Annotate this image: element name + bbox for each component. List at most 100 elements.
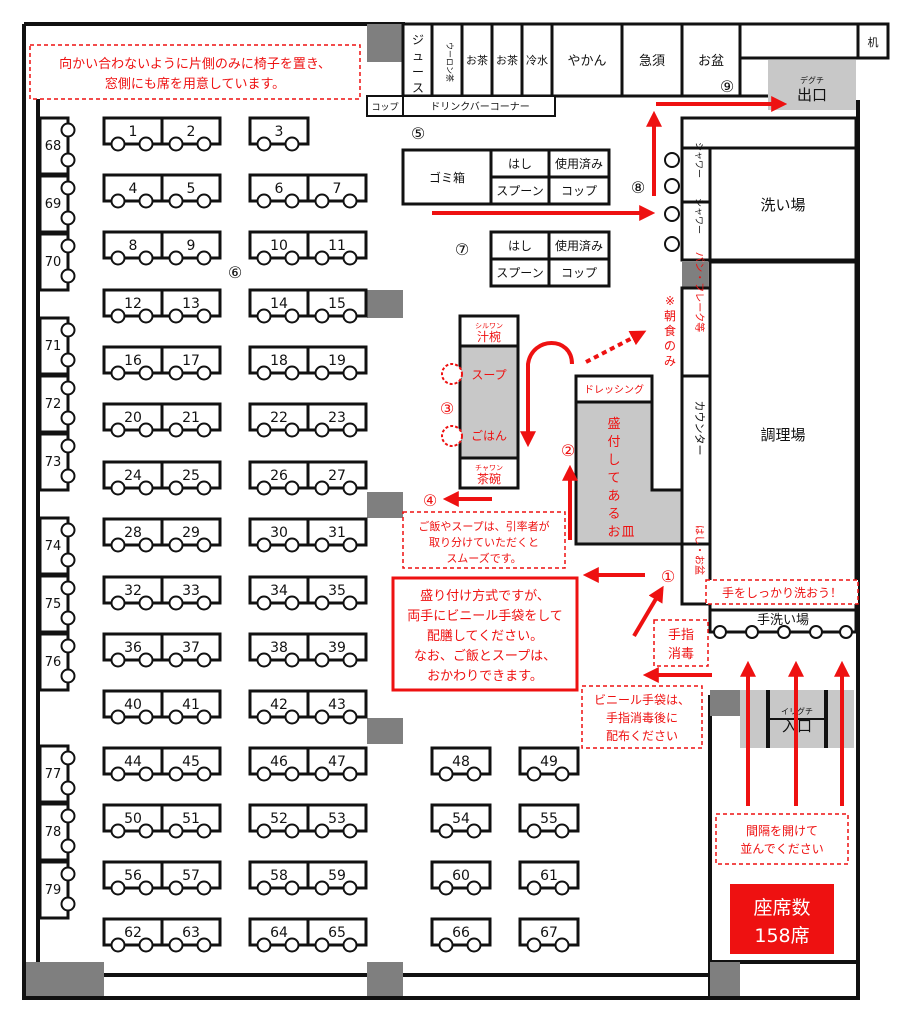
dining-table: 47 [306, 746, 368, 782]
dining-table: 61 [518, 860, 580, 896]
note-top-left: 向かい合わないように片側のみに椅子を置き、 窓側にも席を用意しています。 [29, 44, 361, 100]
tea1-label: お茶 [466, 54, 488, 67]
chair [60, 750, 76, 766]
table-number: 50 [124, 811, 142, 827]
chair [168, 480, 184, 496]
table-number: 5 [187, 181, 196, 197]
dining-table: 8 [102, 230, 164, 266]
chair [342, 709, 358, 725]
chair [60, 238, 76, 254]
chair [138, 595, 154, 611]
chair [256, 937, 272, 953]
chair [168, 880, 184, 896]
chair [168, 537, 184, 553]
table-number: 10 [270, 238, 288, 254]
chair [314, 308, 330, 324]
dining-table: 58 [248, 860, 310, 896]
note-gloves: ビニール手袋は、 手指消毒後に 配布ください [581, 685, 703, 749]
chair [138, 480, 154, 496]
table-number: 9 [187, 238, 196, 254]
window-table-number: 70 [45, 255, 62, 270]
cup-label: コップ [371, 102, 398, 113]
table-number: 3 [275, 124, 284, 140]
note-hand-sanitize: 手指 消毒 [653, 619, 709, 667]
chair [314, 365, 330, 381]
chair [60, 896, 76, 912]
window-table: 74 [38, 516, 76, 576]
dining-table: 7 [306, 173, 368, 209]
chair [526, 937, 542, 953]
step-8: ⑧ [631, 178, 645, 197]
dining-table: 9 [160, 230, 222, 266]
chair [138, 365, 154, 381]
table-number: 2 [187, 124, 196, 140]
chair [60, 838, 76, 854]
chair [60, 152, 76, 168]
chair [256, 480, 272, 496]
chair [60, 180, 76, 196]
chair [284, 422, 300, 438]
dining-table: 15 [306, 288, 368, 324]
dining-table: 64 [248, 917, 310, 953]
dining-table: 1 [102, 116, 164, 152]
plated-dishes-char-6: る [607, 507, 620, 522]
dining-table: 23 [306, 402, 368, 438]
note-gloves-line3: 配布ください [606, 729, 678, 743]
step-2: ② [561, 441, 575, 460]
chopsticks1-label: はし [508, 157, 532, 171]
chair [284, 880, 300, 896]
chair [60, 468, 76, 484]
dining-table: 57 [160, 860, 222, 896]
chair [110, 308, 126, 324]
chair [138, 766, 154, 782]
step-9: ⑨ [720, 77, 734, 96]
chair [342, 365, 358, 381]
window-table: 78 [38, 802, 76, 862]
step-1: ① [661, 567, 675, 586]
window-table-number: 68 [45, 139, 62, 154]
chair [342, 480, 358, 496]
window-table: 77 [38, 744, 76, 804]
table-number: 36 [124, 640, 142, 656]
table-number: 17 [182, 353, 200, 369]
plated-dishes-char-7: お [607, 525, 620, 540]
chair [342, 823, 358, 839]
chair [284, 480, 300, 496]
table-number: 39 [328, 640, 346, 656]
dining-table: 48 [430, 746, 492, 782]
table-number: 64 [270, 925, 288, 941]
seat-count-box: 座席数 158席 [730, 884, 834, 954]
rice-label: ごはん [471, 428, 507, 443]
chair [342, 937, 358, 953]
table-number: 26 [270, 468, 288, 484]
chair [60, 268, 76, 284]
window-table: 73 [38, 432, 76, 492]
table-number: 32 [124, 583, 142, 599]
cup2-label: コップ [561, 266, 597, 280]
chair [314, 422, 330, 438]
table-number: 52 [270, 811, 288, 827]
table-number: 15 [328, 296, 346, 312]
chair [168, 250, 184, 266]
rice-bowl-ruby: チャワン [475, 464, 503, 472]
step-5: ⑤ [411, 124, 425, 143]
juice-label-4: ス [412, 81, 424, 95]
chair [314, 250, 330, 266]
seat-count-title: 座席数 [753, 897, 810, 919]
chair [110, 880, 126, 896]
table-number: 24 [124, 468, 142, 484]
dining-table: 2 [160, 116, 222, 152]
chair [196, 136, 212, 152]
rice-soup-counter [458, 314, 520, 490]
chair [314, 766, 330, 782]
dining-table: 39 [306, 632, 368, 668]
chair [342, 595, 358, 611]
juice-label-1: ジ [412, 33, 424, 47]
dining-table: 63 [160, 917, 222, 953]
chair [196, 823, 212, 839]
chair [342, 422, 358, 438]
chair [110, 480, 126, 496]
chair [138, 823, 154, 839]
table-number: 28 [124, 525, 142, 541]
